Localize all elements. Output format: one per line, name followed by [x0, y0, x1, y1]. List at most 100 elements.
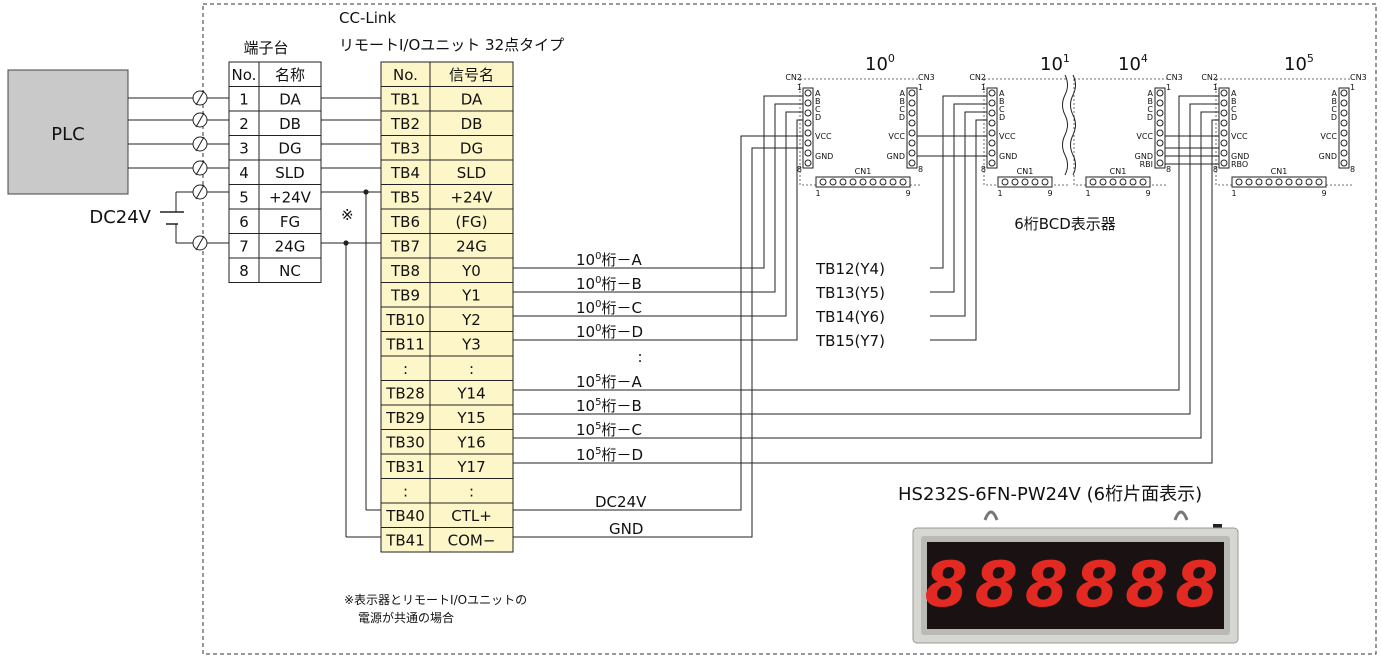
break-mark — [1070, 74, 1076, 176]
pin-number: 1 — [1231, 189, 1236, 198]
pin-number: 8 — [918, 165, 923, 174]
table-cell: : — [403, 483, 408, 501]
table-cell: TB10 — [385, 311, 425, 329]
terminal-block-title: 端子台 — [243, 39, 288, 57]
pin-label: D — [815, 113, 821, 122]
pin-number: 9 — [1321, 189, 1326, 198]
product-title: HS232S-6FN-PW24V (6桁片面表示) — [898, 484, 1202, 505]
table-border — [228, 61, 322, 283]
pin-label: A — [999, 89, 1005, 98]
table-cell: 5 — [239, 189, 249, 207]
pin-label: D — [1147, 113, 1153, 122]
y-label: TB12(Y4) — [815, 260, 885, 278]
table-cell: Y2 — [461, 311, 481, 329]
pin-label: C — [1231, 105, 1237, 114]
cn1-label: CN1 — [1271, 167, 1288, 176]
table-cell: +24V — [451, 189, 494, 207]
pin-label: B — [999, 97, 1005, 106]
table-cell: 8 — [239, 262, 249, 280]
pin-number: 1 — [815, 189, 820, 198]
plc-label: PLC — [51, 124, 84, 145]
power-label: DC24V — [89, 207, 151, 228]
y-label: TB15(Y7) — [815, 332, 885, 350]
pin-number: 1 — [1350, 83, 1355, 92]
note-line1: ※表示器とリモートI/Oユニットの — [344, 593, 527, 607]
pin-number: 9 — [1145, 189, 1150, 198]
cn1-label: CN1 — [855, 167, 872, 176]
table-cell: DA — [279, 91, 301, 109]
pin-label: GND — [1319, 152, 1337, 161]
signal-label: 105桁－C — [576, 421, 642, 439]
pin-number: 1 — [918, 83, 923, 92]
pin-label: VCC — [888, 132, 905, 141]
terminal-to-io-wires — [321, 97, 381, 538]
table-cell: TB41 — [385, 532, 425, 550]
signal-label: 105桁－A — [576, 373, 642, 391]
table-cell: Y3 — [461, 336, 481, 354]
pin-label: A — [815, 89, 821, 98]
pin-label: A — [1231, 89, 1237, 98]
pin-label: GND — [1135, 152, 1153, 161]
ctl-wire-label: DC24V — [595, 493, 647, 511]
table-header: 信号名 — [449, 66, 494, 84]
pin-label: D — [1231, 113, 1237, 122]
table-cell: TB29 — [385, 409, 425, 427]
plc-box — [7, 69, 129, 195]
table-cell: : — [469, 483, 474, 501]
terminal-screws — [192, 90, 208, 251]
pin-number: 1 — [1166, 83, 1171, 92]
table-cell: (FG) — [456, 213, 488, 231]
cn3-label: CN3 — [1350, 73, 1367, 82]
table-cell: Y0 — [461, 262, 481, 280]
table-cell: SLD — [457, 164, 486, 182]
com-wire-label: GND — [609, 520, 643, 538]
pin-label: B — [1231, 97, 1237, 106]
table-cell: SLD — [275, 164, 304, 182]
table-cell: 24G — [275, 238, 306, 256]
table-cell: 24G — [456, 238, 487, 256]
table-cell: TB31 — [385, 458, 425, 476]
table-cell: TB8 — [390, 262, 420, 280]
table-cell: TB7 — [390, 238, 420, 256]
pin-label: VCC — [1320, 132, 1337, 141]
pin-label: B — [1148, 97, 1154, 106]
pin-label: VCC — [999, 132, 1016, 141]
table-header: No. — [232, 66, 257, 84]
table-cell: : — [469, 360, 474, 378]
pin-number: 9 — [905, 189, 910, 198]
dashed-frame — [202, 3, 1377, 655]
bcd-module: 105CN2ABCDVCCGND18RBOCN3ABCDVCCGND18CN11… — [1201, 52, 1366, 198]
table-cell: TB4 — [390, 164, 420, 182]
signal-label: 100桁－C — [576, 299, 642, 317]
bcd-caption: 6桁BCD表示器 — [1014, 215, 1116, 233]
pin-label: C — [815, 105, 821, 114]
pin-number: 8 — [797, 165, 802, 174]
break-mark — [1062, 74, 1068, 176]
product-digits: 888888 — [925, 548, 1226, 621]
pin-label: VCC — [1231, 132, 1248, 141]
table-cell: 2 — [239, 115, 249, 133]
signal-label: 100桁－D — [576, 323, 643, 341]
pin-label: GND — [999, 152, 1017, 161]
pin-number: 1 — [1213, 83, 1218, 92]
table-cell: NC — [279, 262, 301, 280]
remote-io-title-line1: CC-Link — [339, 9, 396, 27]
table-header: No. — [393, 66, 418, 84]
junction-dot — [363, 189, 369, 195]
pin-number: 9 — [1047, 189, 1052, 198]
pin-label: C — [999, 105, 1005, 114]
y-label: TB13(Y5) — [815, 284, 885, 302]
cn1-label: CN1 — [1110, 167, 1127, 176]
pin-number: 1 — [981, 83, 986, 92]
table-cell: Y14 — [456, 385, 485, 403]
cn2-label: CN2 — [1201, 73, 1218, 82]
table-cell: TB6 — [390, 213, 420, 231]
table-cell: TB40 — [385, 507, 425, 525]
note-mark: ※ — [341, 206, 354, 224]
